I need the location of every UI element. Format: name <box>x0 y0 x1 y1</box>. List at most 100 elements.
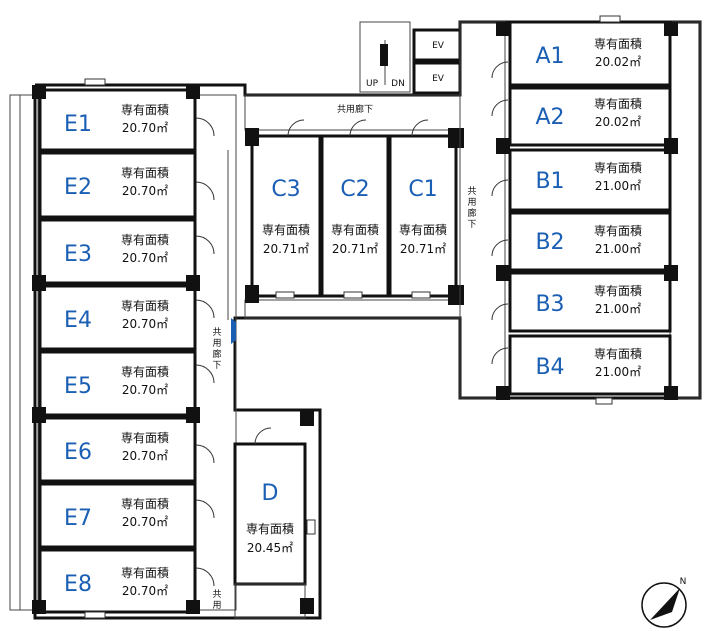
unit-id: E2 <box>64 175 92 200</box>
unit-id: D <box>262 481 279 506</box>
area-value: 20.71㎡ <box>400 242 446 256</box>
stairwell: UP DN <box>359 21 411 93</box>
area-value: 20.70㎡ <box>122 449 168 463</box>
area-label: 専有面積 <box>121 496 169 511</box>
svg-text:廊: 廊 <box>212 348 221 360</box>
area-label: 専有面積 <box>121 430 169 445</box>
area-label: 専有面積 <box>594 283 642 298</box>
area-label: 専有面積 <box>121 565 169 580</box>
area-value: 20.70㎡ <box>122 584 168 598</box>
unit-e4: E4 専有面積 20.70㎡ <box>38 284 197 351</box>
west-balcony <box>9 94 39 611</box>
area-value: 20.71㎡ <box>263 242 309 256</box>
unit-e1: E1 専有面積 20.70㎡ <box>38 88 197 152</box>
area-value: 20.70㎡ <box>122 515 168 529</box>
unit-a1: A1 専有面積 20.02㎡ <box>508 20 672 87</box>
unit-id: A2 <box>535 105 564 130</box>
area-value: 20.70㎡ <box>122 184 168 198</box>
area-label: 専有面積 <box>121 298 169 313</box>
unit-id: E1 <box>64 112 92 137</box>
unit-id: E7 <box>64 506 92 531</box>
unit-id: B4 <box>535 355 564 380</box>
elevators: EV EV <box>412 28 462 95</box>
area-value: 21.00㎡ <box>595 302 641 316</box>
unit-id: C1 <box>408 177 437 202</box>
unit-e8: E8 専有面積 20.70㎡ <box>38 548 197 614</box>
center-doors <box>287 119 429 137</box>
svg-text:共: 共 <box>212 589 221 600</box>
unit-id: E4 <box>64 308 92 333</box>
area-label: 専有面積 <box>262 222 310 237</box>
east-doors <box>491 61 509 365</box>
unit-id: E6 <box>64 440 92 465</box>
unit-b4: B4 専有面積 21.00㎡ <box>508 334 672 396</box>
area-value: 21.00㎡ <box>595 179 641 193</box>
unit-e3: E3 専有面積 20.70㎡ <box>38 218 197 285</box>
unit-c3: C3 専有面積 20.71㎡ <box>250 134 322 298</box>
area-value: 21.00㎡ <box>595 365 641 379</box>
area-value: 20.70㎡ <box>122 251 168 265</box>
svg-text:廊: 廊 <box>467 207 476 219</box>
area-value: 20.71㎡ <box>332 242 378 256</box>
area-label: 専有面積 <box>121 364 169 379</box>
corridor-label: 共用廊下 <box>337 103 373 115</box>
unit-e5: E5 専有面積 20.70㎡ <box>38 350 197 417</box>
area-label: 専有面積 <box>594 36 642 51</box>
stairs-down-label: DN <box>391 79 405 89</box>
area-label: 専有面積 <box>594 346 642 361</box>
area-value: 20.02㎡ <box>595 115 641 129</box>
unit-e6: E6 専有面積 20.70㎡ <box>38 416 197 483</box>
west-pillars <box>32 85 200 614</box>
north-compass: N <box>641 577 687 628</box>
compass-north-label: N <box>680 577 687 587</box>
west-corridor-label-2: 共 用 <box>212 589 221 611</box>
unit-id: E5 <box>64 374 92 399</box>
unit-e2: E2 専有面積 20.70㎡ <box>38 151 197 219</box>
area-value: 20.70㎡ <box>122 383 168 397</box>
area-label: 専有面積 <box>331 222 379 237</box>
unit-id: E8 <box>64 572 92 597</box>
svg-text:下: 下 <box>467 220 476 230</box>
west-doors <box>195 117 215 587</box>
unit-id: A1 <box>535 44 564 69</box>
area-value: 20.02㎡ <box>595 55 641 69</box>
unit-id: C3 <box>271 177 300 202</box>
unit-id: E3 <box>64 242 92 267</box>
svg-text:用: 用 <box>467 197 476 208</box>
area-label: 専有面積 <box>594 160 642 175</box>
unit-c1: C1 専有面積 20.71㎡ <box>388 134 458 298</box>
area-label: 専有面積 <box>399 222 447 237</box>
direction-marker <box>231 318 236 344</box>
svg-text:共: 共 <box>467 186 476 197</box>
stairs-up-label: UP <box>366 79 379 89</box>
unit-b1: B1 専有面積 21.00㎡ <box>508 148 672 212</box>
svg-text:共: 共 <box>212 327 221 338</box>
area-value: 20.70㎡ <box>122 121 168 135</box>
area-label: 専有面積 <box>594 223 642 238</box>
unit-e7: E7 専有面積 20.70㎡ <box>38 482 197 549</box>
area-label: 専有面積 <box>121 102 169 117</box>
unit-d: D 専有面積 20.45㎡ <box>233 410 316 619</box>
unit-id: B2 <box>535 230 564 255</box>
unit-id: C2 <box>340 177 369 202</box>
elevator-1-label: EV <box>432 41 445 51</box>
window <box>84 611 106 619</box>
area-label: 専有面積 <box>121 232 169 247</box>
area-value: 20.70㎡ <box>122 317 168 331</box>
svg-text:用: 用 <box>212 338 221 349</box>
area-value: 21.00㎡ <box>595 242 641 256</box>
unit-a2: A2 専有面積 20.02㎡ <box>508 86 672 147</box>
west-corridor-label: 共 用 廊 下 <box>212 327 221 371</box>
east-pillars <box>496 15 678 405</box>
west-wing <box>9 94 237 611</box>
area-value: 20.45㎡ <box>247 541 293 555</box>
area-label: 専有面積 <box>594 96 642 111</box>
unit-id: B3 <box>535 292 564 317</box>
unit-b2: B2 専有面積 21.00㎡ <box>508 211 672 272</box>
svg-text:用: 用 <box>212 600 221 611</box>
svg-text:下: 下 <box>212 361 221 371</box>
unit-id: B1 <box>535 169 564 194</box>
unit-c2: C2 専有面積 20.71㎡ <box>320 134 390 298</box>
area-label: 専有面積 <box>246 521 294 536</box>
